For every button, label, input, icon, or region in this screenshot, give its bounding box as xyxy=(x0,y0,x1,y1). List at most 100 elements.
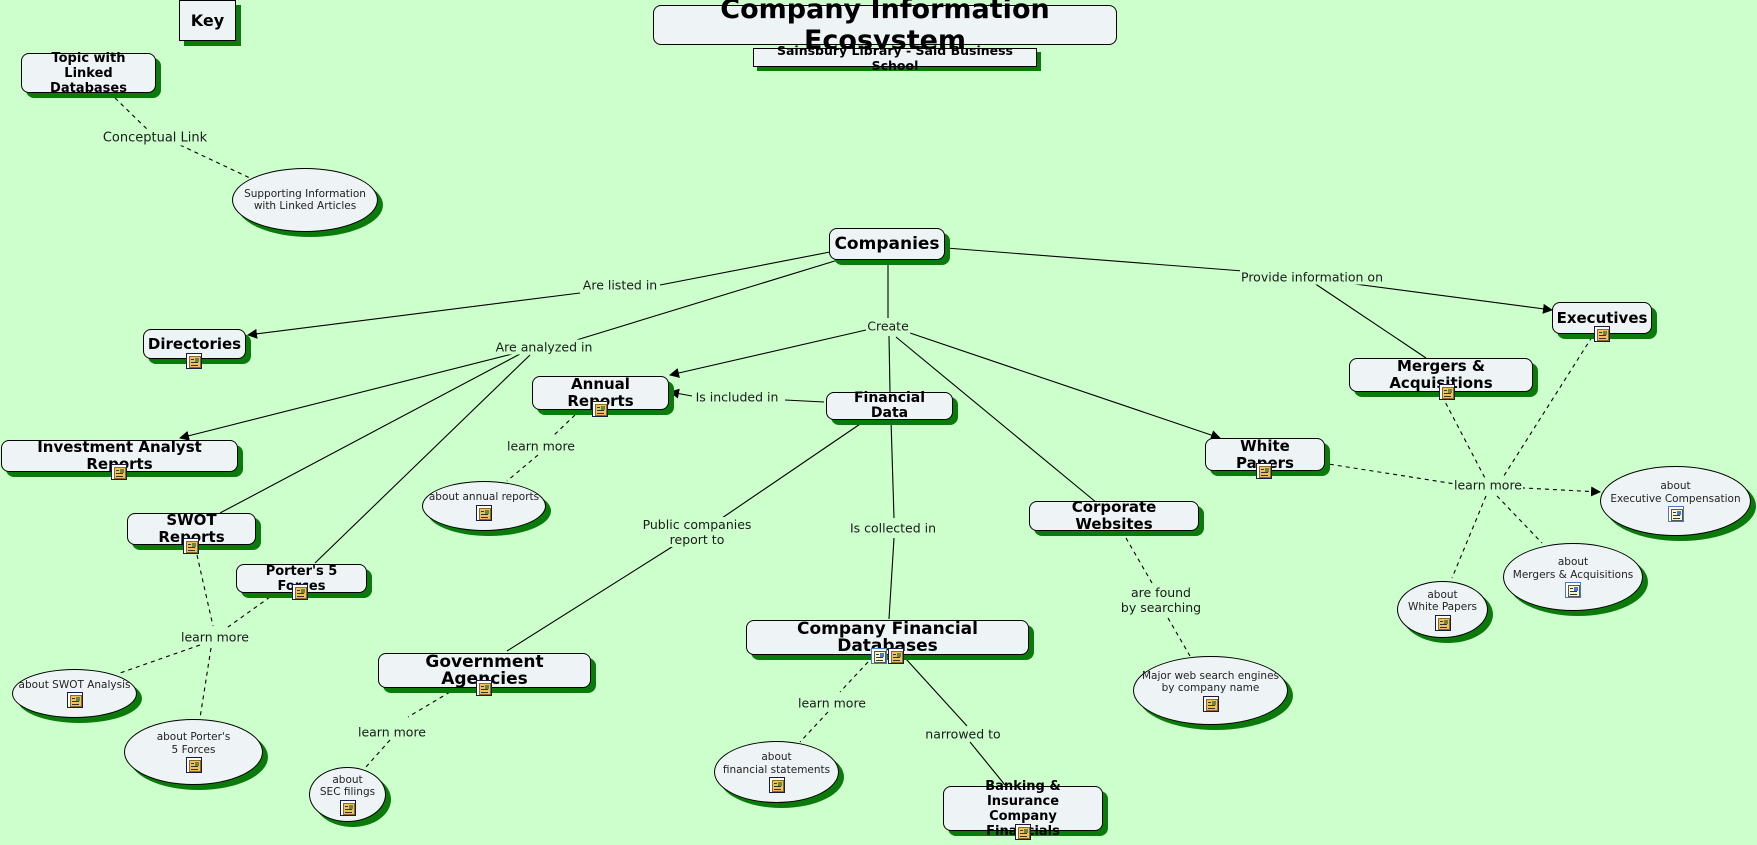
concept-financial-data[interactable]: Financial Data xyxy=(826,390,953,421)
link-learnmore-about-sec xyxy=(365,739,391,768)
database-document-icon[interactable] xyxy=(1439,384,1455,400)
resource-about-financial-statements-text: about financial statements xyxy=(722,751,831,776)
concept-financial-data-label: Financial Data xyxy=(853,390,926,421)
database-document-icon[interactable] xyxy=(1256,463,1272,479)
resource-about-white-papers[interactable]: about White Papers xyxy=(1397,581,1488,638)
link-databases-learnmore xyxy=(839,661,869,693)
link-learnmore-about-ma xyxy=(1496,495,1543,544)
link-public-government xyxy=(506,544,676,652)
concept-corporate-websites-label: Corporate Websites xyxy=(1071,498,1157,533)
link-analyzed-porters xyxy=(314,354,531,564)
resource-about-sec-filings[interactable]: about SEC filings xyxy=(309,767,386,822)
key-label: Key xyxy=(190,11,225,30)
database-document-icon[interactable] xyxy=(1594,326,1610,342)
concept-corporate-websites[interactable]: Corporate Websites xyxy=(1029,498,1199,533)
link-provide-executives xyxy=(1346,282,1553,314)
resource-web-search-text: Major web search engines by company name xyxy=(1141,669,1280,695)
link-annual-learnmore xyxy=(551,414,576,438)
database-document-icon[interactable] xyxy=(1202,695,1219,712)
resource-about-annual-reports-text: about annual reports xyxy=(428,491,540,504)
link-label-learn-more: learn more xyxy=(1452,477,1524,493)
link-companies-provide xyxy=(945,247,1244,272)
link-learnmore-about-annual xyxy=(506,454,539,482)
resource-about-executive-compensation[interactable]: about Executive Compensation xyxy=(1600,466,1751,536)
resource-about-financial-statements[interactable]: about financial statements xyxy=(714,741,839,803)
concept-investment-analyst-reports-label: Investment Analyst Reports xyxy=(37,438,202,473)
concept-directories-label: Directories xyxy=(147,334,242,353)
database-document-icon[interactable] xyxy=(111,464,127,480)
link-label-is-included-in: Is included in xyxy=(694,389,780,405)
resource-about-swot[interactable]: about SWOT Analysis xyxy=(12,669,137,718)
database-document-icon[interactable] xyxy=(185,757,202,773)
page-title: Company Information Ecosystem xyxy=(653,0,1117,56)
link-create-financial xyxy=(888,335,891,393)
database-document-icon[interactable] xyxy=(476,504,492,521)
link-included-annual xyxy=(669,388,693,399)
link-analyzed-swot xyxy=(219,353,521,514)
database-document-icon[interactable] xyxy=(1015,824,1031,840)
key-supporting-node: Supporting Information with Linked Artic… xyxy=(232,168,378,232)
resource-about-porters[interactable]: about Porter's 5 Forces xyxy=(124,719,263,785)
resource-about-porters-text: about Porter's 5 Forces xyxy=(156,731,231,756)
resource-web-search[interactable]: Major web search engines by company name xyxy=(1133,656,1288,725)
link-create-annual xyxy=(669,329,867,378)
link-financial-included xyxy=(784,399,825,403)
resource-about-white-papers-text: about White Papers xyxy=(1407,588,1478,614)
key-link-line xyxy=(179,144,251,179)
web-page-icon[interactable] xyxy=(1565,582,1581,598)
database-document-icon[interactable] xyxy=(768,777,785,793)
database-document-icon[interactable] xyxy=(476,680,492,696)
concept-white-papers-label: White Papers xyxy=(1236,436,1294,471)
key-supporting-text: Supporting Information with Linked Artic… xyxy=(244,187,366,213)
link-swot-learnmore xyxy=(196,554,214,627)
link-companies-listed xyxy=(659,251,831,286)
link-label-learn-more: learn more xyxy=(796,695,868,711)
database-document-icon[interactable] xyxy=(66,692,83,709)
concept-banking-insurance-label: Banking & Insurance Company Financials xyxy=(985,778,1061,839)
link-label-are-listed-in: Are listed in xyxy=(581,277,659,293)
concept-banking-insurance[interactable]: Banking & Insurance Company Financials xyxy=(943,779,1103,839)
database-document-icon[interactable] xyxy=(592,401,608,417)
concept-executives-label: Executives xyxy=(1556,308,1648,327)
concept-government-agencies-label: Government Agencies xyxy=(425,651,544,689)
link-label-create: Create xyxy=(866,318,910,334)
link-label-learn-more: learn more xyxy=(356,724,428,740)
concept-mergers-acquisitions-label: Mergers & Acquisitions xyxy=(1389,357,1493,392)
key-topic-node: Topic with Linked Databases xyxy=(21,51,156,96)
resource-about-annual-reports[interactable]: about annual reports xyxy=(422,481,546,531)
link-label-learn-more: learn more xyxy=(179,629,251,645)
web-page-icon[interactable] xyxy=(871,648,887,664)
database-document-icon[interactable] xyxy=(888,648,904,664)
concept-swot-reports[interactable]: SWOT Reports xyxy=(127,512,256,546)
link-learnmore-about-financial xyxy=(799,711,829,743)
database-document-icon[interactable] xyxy=(1434,614,1451,631)
key-link-label: Conceptual Link xyxy=(101,130,209,146)
link-label-public-companies-report-to: Public companies report to xyxy=(641,517,753,547)
link-white-learnmore xyxy=(1321,462,1456,485)
link-listed-directories xyxy=(247,292,581,339)
database-document-icon[interactable] xyxy=(183,538,199,554)
link-label-narrowed-to: narrowed to xyxy=(924,726,1002,742)
concept-company-financial-databases[interactable]: Company Financial Databases xyxy=(746,620,1029,655)
link-label-are-found-by-searching: are found by searching xyxy=(1119,585,1203,615)
database-document-icon[interactable] xyxy=(186,353,202,369)
database-document-icon[interactable] xyxy=(339,799,356,816)
link-create-white xyxy=(909,332,1221,440)
concept-company-financial-databases-label: Company Financial Databases xyxy=(797,618,978,656)
link-corporate-found xyxy=(1125,537,1153,584)
link-porters-learnmore xyxy=(227,596,271,628)
link-learnmore-about-porters xyxy=(199,647,212,719)
page-subtitle-text: Sainsbury Library - Said Business School xyxy=(776,42,1013,73)
resource-about-mergers-acquisitions[interactable]: about Mergers & Acquisitions xyxy=(1503,543,1643,611)
link-label-provide-information-on: Provide information on xyxy=(1240,269,1384,285)
concept-investment-analyst-reports[interactable]: Investment Analyst Reports xyxy=(1,438,238,473)
link-companies-analyzed xyxy=(569,259,839,343)
resource-about-sec-filings-text: about SEC filings xyxy=(319,773,376,799)
link-collected-databases xyxy=(888,537,895,620)
link-financial-public xyxy=(721,419,867,519)
database-document-icon[interactable] xyxy=(292,584,308,600)
web-page-icon[interactable] xyxy=(1667,506,1684,522)
concept-companies[interactable]: Companies xyxy=(829,228,945,260)
key-link-line xyxy=(114,97,151,133)
